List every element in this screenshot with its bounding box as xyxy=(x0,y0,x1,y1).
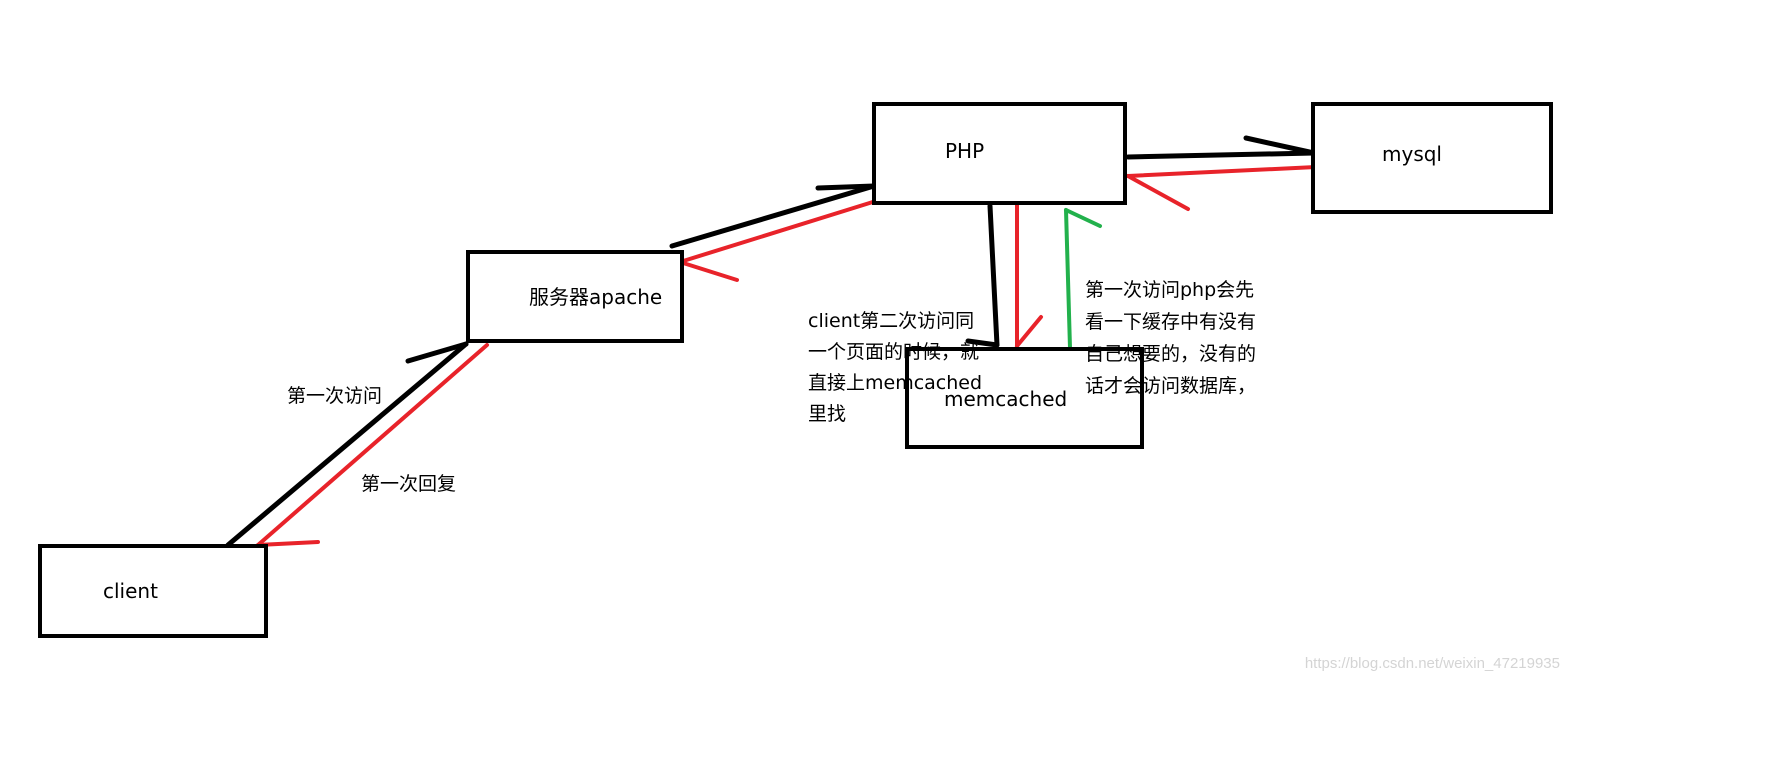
edge-php-to-apache xyxy=(678,199,878,282)
note-left-line-1: client第二次访问同 xyxy=(808,310,974,332)
first-visit-label: 第一次访问 xyxy=(287,385,382,407)
edge-php-to-memcached-black xyxy=(965,203,1000,348)
php-label: PHP xyxy=(945,139,984,163)
node-client: client xyxy=(38,544,268,638)
note-right-line-1: 第一次访问php会先 xyxy=(1085,279,1254,301)
edge-php-to-memcached-red xyxy=(1015,202,1043,348)
note-first-visit-php: 第一次访问php会先 看一下缓存中有没有 自己想要的，没有的 话才会访问数据库， xyxy=(1085,279,1256,397)
first-reply-label: 第一次回复 xyxy=(361,473,456,495)
watermark: https://blog.csdn.net/weixin_47219935 xyxy=(1305,655,1560,672)
node-memcached: memcached xyxy=(905,347,1144,449)
mysql-label: mysql xyxy=(1382,142,1442,166)
edge-mysql-to-php xyxy=(1126,165,1318,211)
edge-php-to-mysql xyxy=(1125,135,1317,160)
edge-apache-to-php xyxy=(669,183,877,249)
node-apache: 服务器apache xyxy=(466,250,684,343)
node-mysql: mysql xyxy=(1311,102,1553,214)
note-right-line-2: 看一下缓存中有没有 xyxy=(1085,311,1256,333)
note-left-line-2: 一个页面的时候，就 xyxy=(808,341,979,363)
memcached-label: memcached xyxy=(944,387,1067,411)
note-right-line-3: 自己想要的，没有的 xyxy=(1085,343,1256,365)
note-right-line-4: 话才会访问数据库， xyxy=(1085,375,1256,397)
node-php: PHP xyxy=(872,102,1127,205)
apache-label: 服务器apache xyxy=(529,285,662,309)
edge-apache-to-client xyxy=(256,343,489,547)
edge-memcached-to-php-green xyxy=(1064,208,1102,350)
note-second-visit: client第二次访问同 一个页面的时候，就 直接上memcached 里找 xyxy=(808,310,982,425)
client-label: client xyxy=(103,579,158,603)
edge-client-to-apache xyxy=(225,341,469,548)
note-left-line-3: 直接上memcached xyxy=(808,372,982,394)
note-left-line-4: 里找 xyxy=(808,403,846,425)
